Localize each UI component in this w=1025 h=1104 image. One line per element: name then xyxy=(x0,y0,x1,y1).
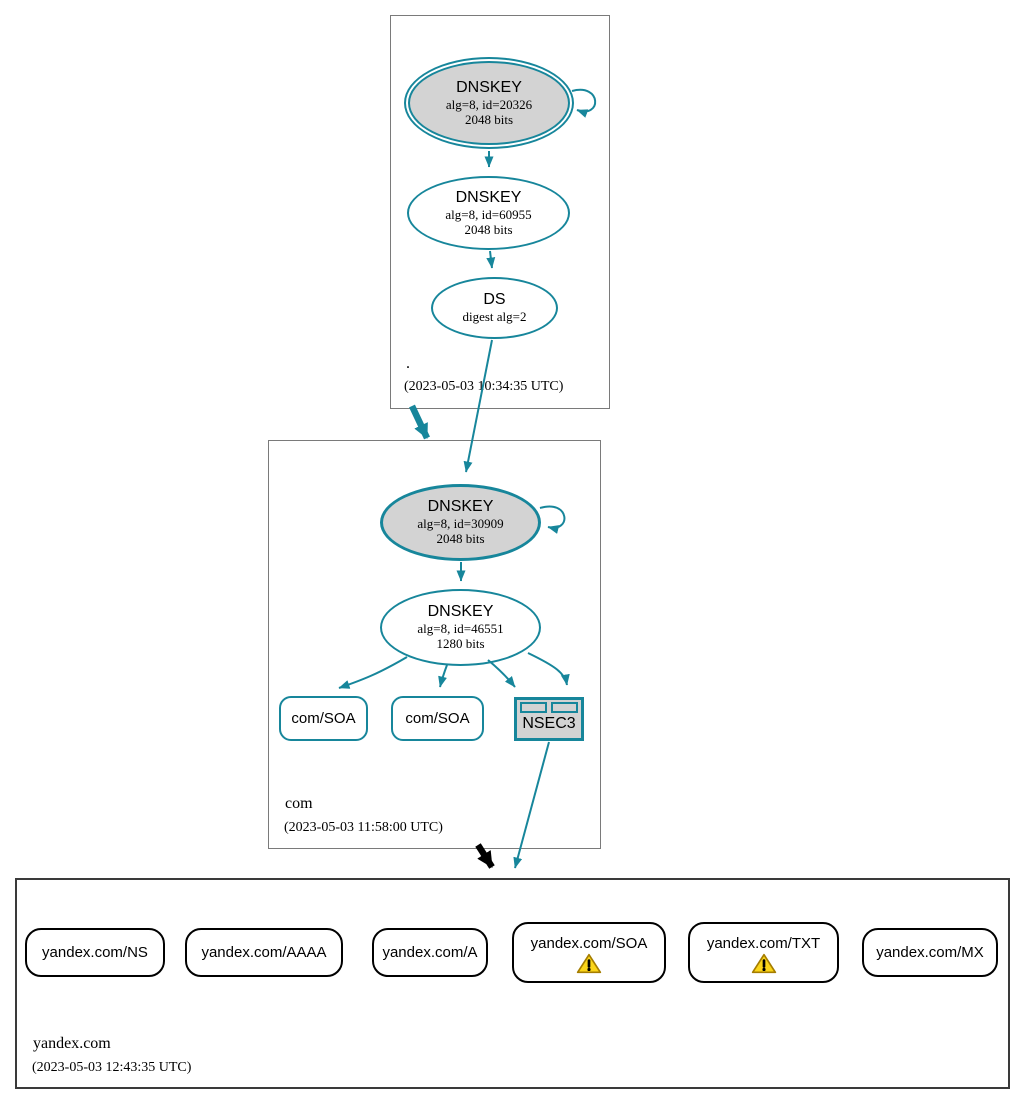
rrset-label: yandex.com/A xyxy=(382,944,478,961)
node-detail: alg=8, id=20326 xyxy=(445,96,533,112)
zone-timestamp-root: (2023-05-03 10:34:35 UTC) xyxy=(404,379,564,394)
node-title: DNSKEY xyxy=(427,498,494,516)
rrset-label: com/SOA xyxy=(405,710,470,727)
dnskey-ksk-root-node[interactable]: DNSKEY alg=8, id=20326 2048 bits xyxy=(404,57,574,149)
rrset-label: yandex.com/MX xyxy=(876,944,984,961)
rrset-label: yandex.com/NS xyxy=(42,944,148,961)
zone-name-yandex: yandex.com xyxy=(33,1035,111,1052)
ds-node[interactable]: DS digest alg=2 xyxy=(431,277,558,339)
zone-box-yandex xyxy=(15,878,1010,1089)
dnskey-ksk-com-node[interactable]: DNSKEY alg=8, id=30909 2048 bits xyxy=(380,484,541,561)
node-title: DNSKEY xyxy=(455,188,522,206)
node-detail: alg=8, id=60955 xyxy=(445,206,532,222)
yandex-soa-node[interactable]: yandex.com/SOA xyxy=(512,922,666,983)
zone-timestamp-com: (2023-05-03 11:58:00 UTC) xyxy=(284,820,443,835)
dnskey-zsk-root-node[interactable]: DNSKEY alg=8, id=60955 2048 bits xyxy=(407,176,570,250)
dnskey-zsk-com-node[interactable]: DNSKEY alg=8, id=46551 1280 bits xyxy=(380,589,541,666)
yandex-mx-node[interactable]: yandex.com/MX xyxy=(862,928,998,977)
rrset-label: com/SOA xyxy=(291,710,356,727)
yandex-txt-node[interactable]: yandex.com/TXT xyxy=(688,922,839,983)
nsec3-cell xyxy=(551,702,578,713)
com-soa-node-2[interactable]: com/SOA xyxy=(391,696,484,741)
ksk-inner-ring: DNSKEY alg=8, id=20326 2048 bits xyxy=(408,61,570,145)
node-detail: alg=8, id=46551 xyxy=(417,621,504,637)
edge-delegation-root-to-com xyxy=(409,404,430,440)
yandex-ns-node[interactable]: yandex.com/NS xyxy=(25,928,165,977)
node-detail: 2048 bits xyxy=(464,111,514,127)
node-detail: 2048 bits xyxy=(436,531,485,547)
node-title: DNSKEY xyxy=(427,603,494,621)
com-soa-node-1[interactable]: com/SOA xyxy=(279,696,368,741)
node-detail: 2048 bits xyxy=(464,221,513,237)
yandex-aaaa-node[interactable]: yandex.com/AAAA xyxy=(185,928,343,977)
rrset-label: yandex.com/AAAA xyxy=(201,944,327,961)
node-title: DS xyxy=(483,291,506,309)
warning-icon xyxy=(751,953,776,973)
zone-name-com: com xyxy=(285,795,313,812)
rrset-label: yandex.com/SOA xyxy=(530,934,648,952)
zone-name-root: . xyxy=(406,355,410,372)
node-detail: digest alg=2 xyxy=(462,309,527,325)
node-detail: alg=8, id=30909 xyxy=(417,516,504,532)
yandex-a-node[interactable]: yandex.com/A xyxy=(372,928,488,977)
nsec3-header-cells xyxy=(520,702,578,713)
nsec3-node[interactable]: NSEC3 xyxy=(514,697,584,741)
rrset-label: yandex.com/TXT xyxy=(706,934,821,952)
nsec3-label: NSEC3 xyxy=(522,715,576,732)
nsec3-cell xyxy=(520,702,547,713)
node-title: DNSKEY xyxy=(456,78,522,96)
node-detail: 1280 bits xyxy=(436,636,485,652)
zone-timestamp-yandex: (2023-05-03 12:43:35 UTC) xyxy=(32,1060,192,1075)
warning-icon xyxy=(576,953,602,973)
